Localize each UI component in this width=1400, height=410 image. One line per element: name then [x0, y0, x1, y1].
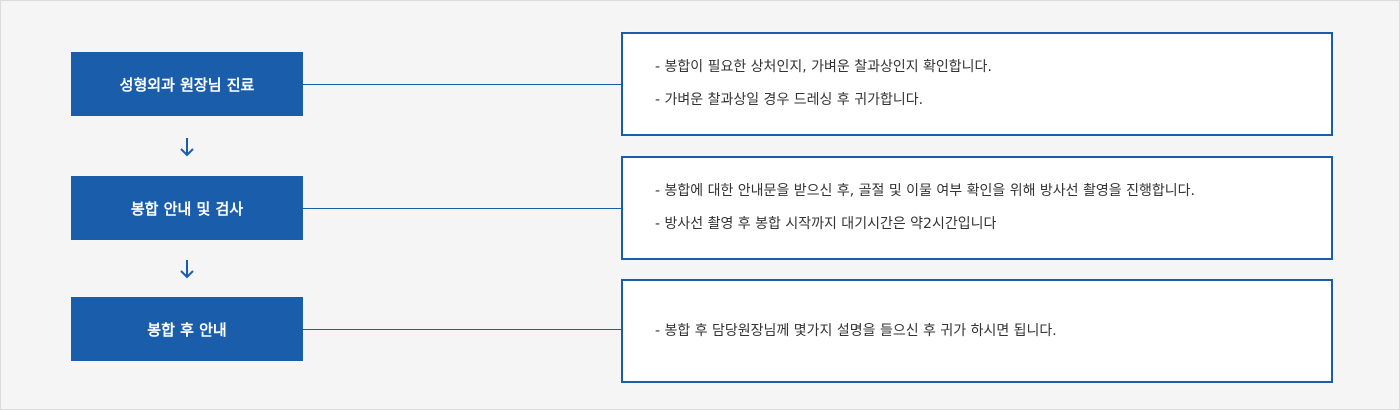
arrow-down-icon — [180, 138, 194, 157]
connector-line — [303, 329, 622, 330]
step-label: 봉합 후 안내 — [147, 320, 227, 339]
step-description-post-suture: - 봉합 후 담당원장님께 몇가지 설명을 들으신 후 귀가 하시면 됩니다. — [621, 279, 1333, 383]
description-line: - 가벼운 찰과상일 경우 드레싱 후 귀가합니다. — [655, 92, 924, 108]
arrow-down-icon — [180, 260, 194, 279]
step-label: 봉합 안내 및 검사 — [130, 199, 244, 218]
description-line: - 방사선 촬영 후 봉합 시작까지 대기시간은 약2시간입니다 — [655, 216, 997, 232]
step-box-consultation: 성형외과 원장님 진료 — [71, 52, 303, 116]
description-line: - 봉합이 필요한 상처인지, 가벼운 찰과상인지 확인합니다. — [655, 59, 992, 75]
step-description-consultation: - 봉합이 필요한 상처인지, 가벼운 찰과상인지 확인합니다. - 가벼운 찰… — [621, 32, 1333, 136]
connector-line — [303, 84, 622, 85]
step-box-post-suture: 봉합 후 안내 — [71, 297, 303, 361]
step-label: 성형외과 원장님 진료 — [119, 75, 255, 94]
step-box-guidance-exam: 봉합 안내 및 검사 — [71, 176, 303, 240]
connector-line — [303, 208, 622, 209]
step-description-guidance-exam: - 봉합에 대한 안내문을 받으신 후, 골절 및 이물 여부 확인을 위해 방… — [621, 156, 1333, 260]
description-line: - 봉합에 대한 안내문을 받으신 후, 골절 및 이물 여부 확인을 위해 방… — [655, 183, 1195, 199]
description-line: - 봉합 후 담당원장님께 몇가지 설명을 들으신 후 귀가 하시면 됩니다. — [655, 322, 1057, 339]
